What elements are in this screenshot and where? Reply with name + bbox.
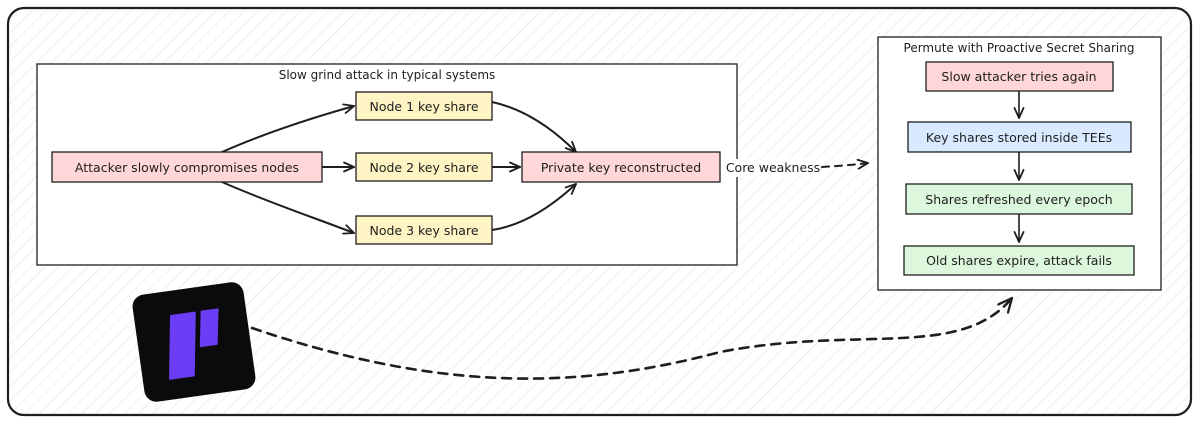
edge-node1-reconstructed <box>491 101 577 153</box>
edge-attacker-node3 <box>221 181 355 235</box>
right-panel-title: Permute with Proactive Secret Sharing <box>904 41 1135 55</box>
node1-box <box>355 91 493 121</box>
permute-logo-icon <box>132 282 256 402</box>
attacker-label: Attacker slowly compromises nodes <box>75 160 299 175</box>
core-weakness-label: Core weakness <box>726 160 820 175</box>
node2-label: Node 2 key share <box>369 160 478 175</box>
step4-box <box>903 245 1135 276</box>
edge-attacker-node1 <box>221 103 355 153</box>
logo-to-panel-arrow <box>250 296 1014 380</box>
reconstructed-box <box>521 151 721 183</box>
step3-box <box>905 183 1133 215</box>
reconstructed-label: Private key reconstructed <box>541 160 701 175</box>
step1-box <box>925 61 1114 92</box>
edge-node3-reconstructed <box>491 183 577 231</box>
step2-label: Key shares stored inside TEEs <box>926 130 1112 145</box>
step2-box <box>907 121 1132 153</box>
node3-label: Node 3 key share <box>369 223 478 238</box>
node3-box <box>355 215 493 245</box>
step3-label: Shares refreshed every epoch <box>925 192 1112 207</box>
step4-label: Old shares expire, attack fails <box>926 253 1112 268</box>
left-panel: Slow grind attack in typical systems Att… <box>36 63 738 266</box>
right-panel: Permute with Proactive Secret Sharing Sl… <box>877 36 1162 291</box>
node1-label: Node 1 key share <box>369 99 478 114</box>
core-weakness-connector: Core weakness <box>726 158 869 177</box>
step1-label: Slow attacker tries again <box>941 69 1096 84</box>
left-panel-title: Slow grind attack in typical systems <box>279 68 496 82</box>
node2-box <box>355 152 493 182</box>
core-weakness-label-bg <box>727 159 819 177</box>
attacker-box <box>51 151 323 183</box>
core-weakness-arrow <box>821 158 869 170</box>
